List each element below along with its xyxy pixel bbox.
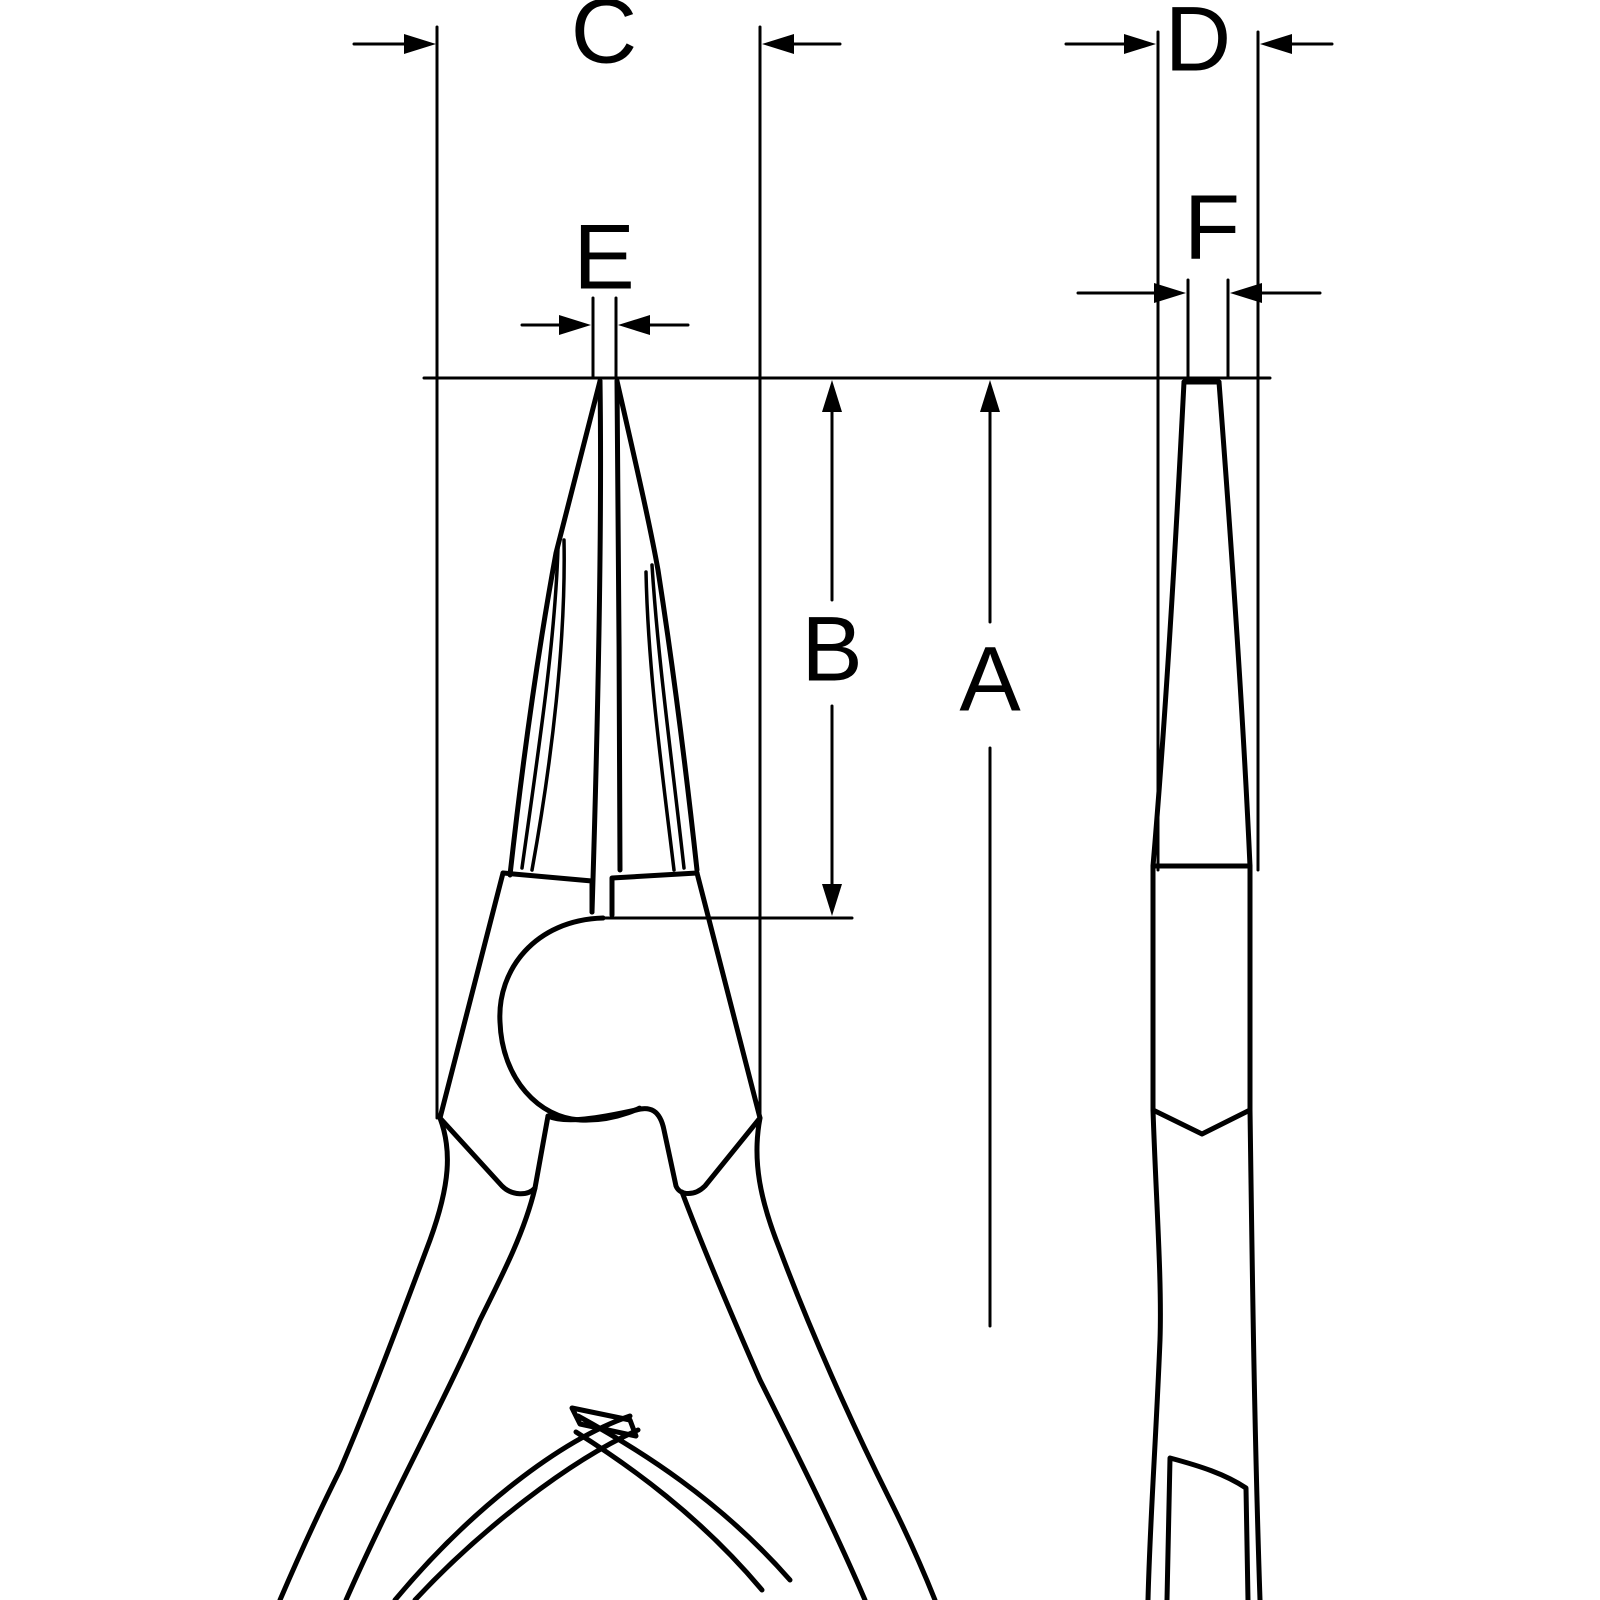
joint-outer-right — [633, 870, 763, 1196]
dim-label-e: E — [573, 206, 634, 308]
dim-d-arrow-right-head — [1260, 34, 1292, 54]
left-handle-inner — [343, 1185, 538, 1600]
return-spring-cap — [569, 1405, 639, 1439]
left-jaw-inner-edge — [589, 378, 604, 915]
right-handle-outer — [754, 1115, 938, 1600]
dimension-labels: C D E F B A — [571, 0, 1240, 730]
dim-e-arrow-left-head — [559, 315, 591, 335]
dim-label-a: A — [959, 628, 1021, 730]
side-taper-left — [1150, 379, 1187, 869]
dim-f-arrow-left-head — [1154, 283, 1186, 303]
dim-label-c: C — [571, 0, 637, 82]
joint-box-right — [609, 870, 700, 918]
joint-outer-left — [437, 870, 551, 1197]
dim-a-arrow-top — [980, 380, 1000, 412]
pliers-side-view — [1145, 379, 1263, 1600]
dim-f-arrow-right-head — [1230, 283, 1262, 303]
dimension-lines — [352, 25, 1334, 1328]
dim-c-arrow-right-head — [762, 34, 794, 54]
side-handle-left — [1145, 1107, 1163, 1600]
side-taper-right — [1216, 379, 1253, 869]
dim-label-f: F — [1184, 176, 1240, 278]
dim-c-arrow-left-head — [404, 34, 436, 54]
pivot-crescent — [497, 915, 642, 1123]
dim-b-arrow-top — [822, 380, 842, 412]
dim-d-arrow-left-head — [1124, 34, 1156, 54]
dim-label-d: D — [1165, 0, 1231, 90]
left-jaw-groove — [520, 538, 566, 872]
right-handle-inner — [679, 1189, 868, 1600]
side-joint-block — [1150, 863, 1253, 1137]
right-jaw-groove — [644, 563, 686, 872]
dim-label-b: B — [801, 598, 862, 700]
joint-box-left — [500, 870, 595, 915]
dim-e-arrow-right-head — [618, 315, 650, 335]
pivot-crescent-bottom — [545, 1107, 639, 1123]
right-jaw-inner-edge — [614, 378, 623, 873]
dim-b-arrow-bottom — [822, 884, 842, 916]
left-handle-outer — [277, 1115, 450, 1600]
return-spring-left — [392, 1413, 641, 1600]
side-handle-right — [1247, 1107, 1263, 1600]
left-jaw-outer-edge — [507, 378, 603, 878]
pliers-front-view — [277, 378, 938, 1600]
right-jaw-outer-edge — [614, 378, 700, 873]
side-spring-seat — [1164, 1455, 1251, 1600]
